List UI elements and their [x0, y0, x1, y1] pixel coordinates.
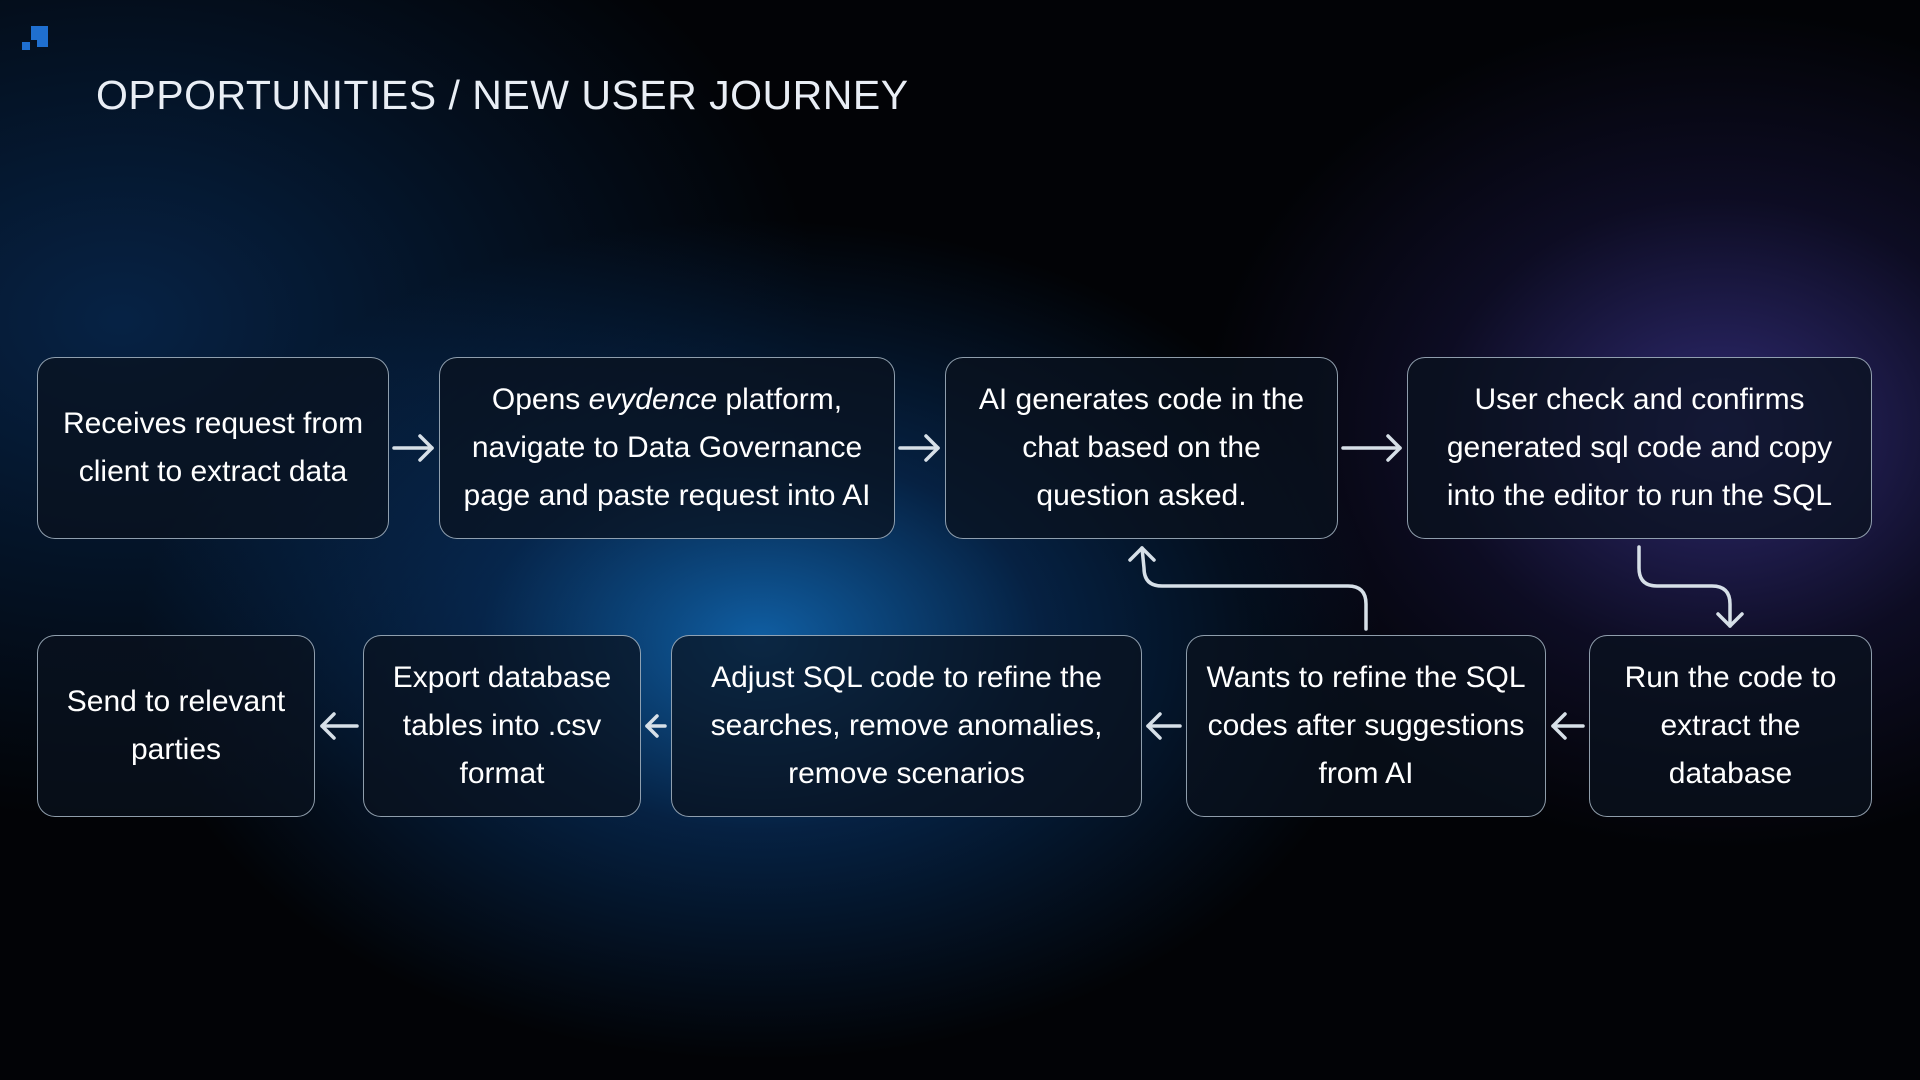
step-ai-generates-code: AI generates code in the chat based on t… [945, 357, 1338, 539]
step-export-csv: Export database tables into .csv format [363, 635, 641, 817]
step-opens-platform: Opens evydence platform, navigate to Dat… [439, 357, 895, 539]
step-text: Opens evydence platform, navigate to Dat… [463, 383, 871, 512]
arrow-left-icon [1551, 712, 1585, 740]
arrow-right-icon [898, 434, 940, 462]
step-text: AI generates code in the chat based on t… [978, 383, 1305, 512]
arrow-right-icon [392, 434, 434, 462]
curved-arrow-up-icon [1128, 546, 1368, 631]
step-text: Run the code to extract the database [1624, 661, 1837, 790]
step-user-confirms: User check and confirms generated sql co… [1407, 357, 1872, 539]
step-run-code: Run the code to extract the database [1589, 635, 1872, 817]
brand-logo-icon [22, 26, 48, 50]
step-send-parties: Send to relevant parties [37, 635, 315, 817]
brand-name: evydence [588, 383, 718, 416]
arrow-right-icon [1341, 434, 1402, 462]
arrow-left-icon [645, 714, 667, 738]
arrow-left-icon [320, 712, 359, 740]
arrow-left-icon [1146, 712, 1182, 740]
step-adjust-sql: Adjust SQL code to refine the searches, … [671, 635, 1142, 817]
step-text: Adjust SQL code to refine the searches, … [710, 661, 1103, 790]
step-receives-request: Receives request from client to extract … [37, 357, 389, 539]
curved-arrow-down-icon [1637, 545, 1744, 628]
page-title: OPPORTUNITIES / NEW USER JOURNEY [96, 72, 909, 118]
step-wants-refine: Wants to refine the SQL codes after sugg… [1186, 635, 1546, 817]
step-text: User check and confirms generated sql co… [1446, 383, 1833, 512]
step-text: Receives request from client to extract … [62, 407, 364, 488]
step-text: Send to relevant parties [66, 685, 286, 766]
step-text: Export database tables into .csv format [392, 661, 612, 790]
step-text: Wants to refine the SQL codes after sugg… [1206, 661, 1526, 790]
